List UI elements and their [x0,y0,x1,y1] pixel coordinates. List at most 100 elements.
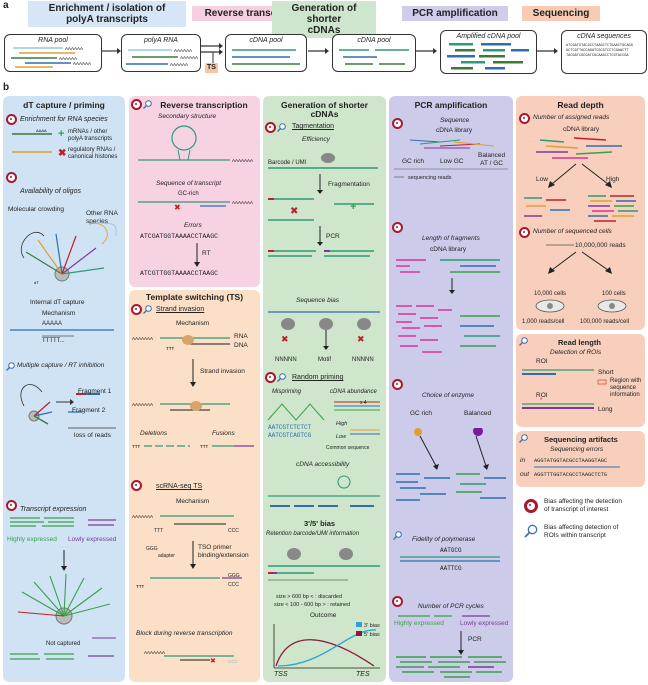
misp-label: Mispriming [272,389,302,395]
expr-label: Transcript expression [20,506,87,513]
magnifier-icon [277,123,286,132]
fragment-1-label: Fragment 1 [78,388,112,395]
out-label: out [520,471,530,478]
svg-text:TTT: TTT [200,444,208,449]
amplified-pool-box: Amplified cDNA pool [440,30,537,74]
svg-text:✖: ✖ [290,206,298,217]
seq-line-2: GCTCGTTACCAGATCGCGTCCTCGAACTT [566,49,629,53]
col3-title: Generation of shorter cDNAs [281,100,368,119]
svg-text:✖: ✖ [281,334,289,344]
art-title: Sequencing artifacts [544,435,618,444]
svg-text:+: + [58,128,64,140]
m10-line [546,244,574,246]
cycles-lines [398,615,490,617]
target-icon [392,118,403,129]
col-read-depth [516,96,645,330]
length-label: Length of fragments [422,235,480,242]
outcome-label: Outcome [310,612,337,619]
block-diagram: AAAAAAA ✖ CCC [144,650,238,665]
target-icon [6,172,17,183]
target-icon [265,122,276,133]
eff-label: Efficiency [302,136,330,143]
internal-diagram [10,329,114,337]
lib2-label: cDNA library [430,246,467,253]
svg-text:AAAAAAA: AAAAAAA [132,514,153,519]
svg-text:✖: ✖ [58,148,66,159]
svg-text:✖: ✖ [210,658,216,665]
cdna-pool-2-label: cDNA pool [357,37,391,44]
col-rt [129,96,260,287]
crowd-label: Molecular crowding [8,206,64,213]
pcr-result-lines [396,656,506,678]
secondary-label: Secondary structure [158,113,217,120]
ggg-2-label: GGG [228,573,240,579]
mechanism-label: Mechanism [176,498,210,505]
fragment-2-label: Fragment 2 [72,407,106,414]
target-icon [6,114,17,125]
block-label: Block during reverse transcription [136,630,233,637]
cycles-label: Number of PCR cycles [418,603,484,610]
in-label: in [520,457,526,464]
ts-label: TS [205,63,218,73]
loss-label: loss of reads [74,432,111,439]
scts-mech: AAAAAAA [132,514,234,525]
target-icon [131,304,142,315]
svg-text:dT: dT [34,280,39,285]
magnifier-icon [143,305,152,314]
mechanism-label: Mechanism [176,320,210,327]
scts-title: scRNA-seq TS [156,483,203,490]
discard-label: size > 600 bp < : discarded [276,594,343,600]
target-icon [131,480,142,491]
col-shorter [263,96,386,682]
amplified-pool-label: Amplified cDNA pool [456,33,521,40]
tes-label: TES [356,671,370,678]
svg-text:TTT: TTT [132,444,140,449]
cdna-sequences-box: cDNA sequences ATCGATGTACGCCTAAGCTCTGAAC… [561,30,647,74]
strand-invasion-title: Strand invasion [156,306,205,313]
fidelity-lines [400,556,500,562]
reg-label: regulatory RNAs / canonical histones [68,147,118,160]
magnifier-icon [143,100,152,109]
lib5-label: cDNA library [563,126,600,133]
svg-text:✖: ✖ [174,203,181,212]
low-expr-label: Lowly expressed [68,536,117,543]
target-icon [6,500,17,511]
ts-title: Template switching (TS) [145,292,244,302]
panel-b-letter: b [3,82,10,93]
high-reads-label: High [606,176,620,183]
gc-diagram: ✖ AAAAAAA [138,200,253,212]
col-pcr [389,96,513,682]
ggg-label: GGG [146,546,158,552]
low-label: Low [336,434,347,440]
fragmentation-label: Fragmentation [328,181,370,188]
length-diagram [396,259,500,353]
strand-inv-step-label: Strand invasion [200,368,245,375]
cdna-pool-label: cDNA pool [249,37,283,44]
polya-rna-label: polyA RNA [144,37,178,44]
multi-label: Multiple capture / RT inhibition [17,362,105,369]
svg-text:AAAAAA: AAAAAA [174,48,192,53]
mechanism-label: Mechanism [42,310,76,317]
pcr2-label: PCR [468,636,482,643]
header-sequencing: Sequencing [522,6,600,21]
access-diagram [268,475,380,507]
ccc-label: CCC [228,528,239,534]
motif-label: Motif [318,357,332,363]
ts-after-diagram: AAAAAAA [132,401,230,411]
cells-diagram [535,251,627,313]
seq-after: ATCGTTGGTAAAACCTAAGC [140,270,219,277]
bead-diagram: dT [21,221,117,285]
tso-label: TSO primer binding/extension [198,544,249,559]
seqbias-label: Sequence bias [296,297,340,304]
tss-label: TSS [274,671,288,678]
bal-label: Balanced AT / GC [478,152,506,167]
seq-line-3: TACGATCGCGATCGCAAGCCTCGTACCGA [566,54,629,58]
mrna-label: mRNAs / other polyA transcripts [68,129,113,142]
lib-lines [409,139,495,149]
col-ts [129,290,260,682]
outcome-plot [273,622,380,669]
target-icon [519,227,530,238]
legend-2-label: Bias affecting detection of ROIs within … [544,524,619,539]
svg-text:AAAAAAA: AAAAAAA [132,336,153,341]
ccc-2-label: CCC [228,582,239,588]
